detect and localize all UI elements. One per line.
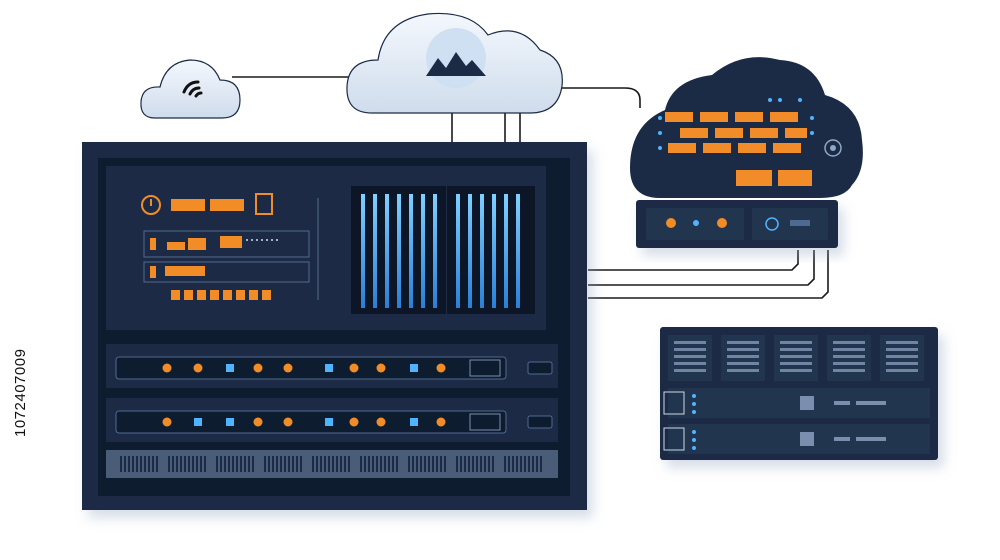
connection-wires [232,76,829,299]
document-icon [255,193,273,215]
rack-unit-1 [106,344,558,388]
wire-router-3 [588,250,829,299]
router-box [636,200,838,248]
small-cloud [140,59,241,119]
storage-top-bays [668,335,924,381]
vent-strip [106,450,558,478]
rack-unit-2 [106,398,558,442]
mountain-icon [426,52,486,76]
dark-cloud [630,57,863,199]
wire-main-to-dark-cloud [560,87,641,108]
cloud-indicator-dots [658,98,814,150]
power-icon [141,195,161,215]
main-cloud [346,12,563,114]
wire-router-1 [588,250,799,271]
cloud-target-icon [824,139,842,157]
control-panel-left [141,193,319,300]
storage-array [660,327,938,460]
wifi-icon [182,80,203,98]
light-bar-panel [351,186,535,314]
refresh-icon [765,217,779,231]
stock-id-text: 1072407009 [12,348,29,438]
wire-router-2 [588,250,815,286]
main-server-cabinet [82,142,587,510]
cloud-data-blocks [665,112,812,186]
